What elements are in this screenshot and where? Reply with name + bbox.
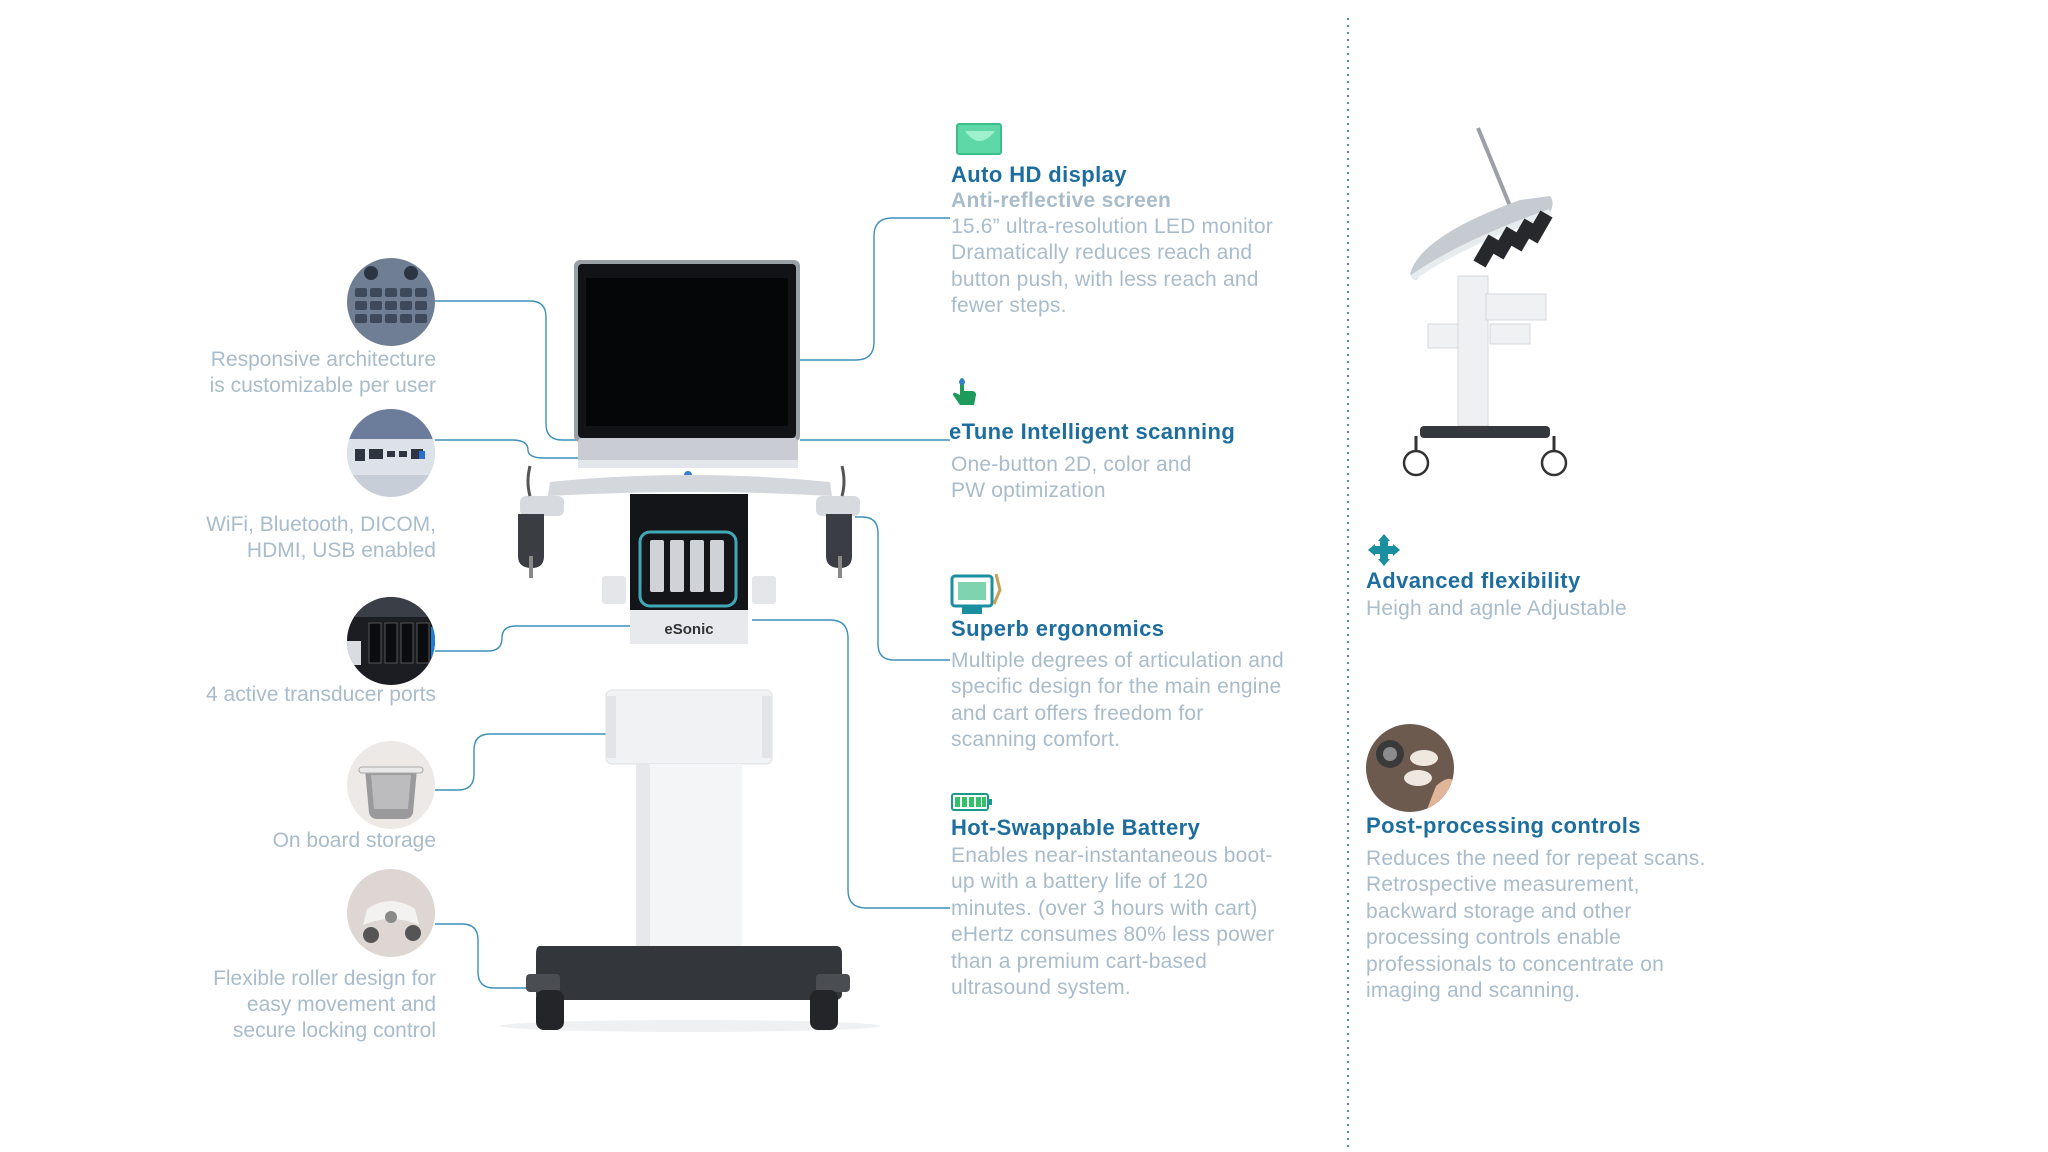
transducer-ports-photo	[347, 597, 435, 685]
feature-desc-flexibility: Heigh and agnle Adjustable	[1366, 597, 1627, 620]
storage-basket-photo	[347, 741, 435, 829]
device-side-view-image	[1400, 124, 1580, 484]
display-icon	[955, 121, 1003, 157]
feature-desc-battery: Enables near-instantaneous boot-up with …	[951, 844, 1275, 1000]
feature-title-flexibility: Advanced flexibility	[1366, 568, 1581, 593]
device-brand-label: eSonic	[664, 621, 713, 638]
feature-desc-postprocessing: Reduces the need for repeat scans.Retros…	[1366, 847, 1706, 1003]
connector-ports	[435, 439, 580, 459]
feature-title-postprocessing: Post-processing controls	[1366, 813, 1641, 838]
connector-keyboard	[435, 300, 600, 441]
connector-ergonomics	[855, 516, 950, 661]
connector-wheels	[435, 923, 556, 989]
move-arrows-icon	[1367, 533, 1401, 567]
connector-display	[800, 217, 950, 361]
feature-title-ergonomics: Superb ergonomics	[951, 616, 1165, 641]
control-panel-photo	[1366, 724, 1454, 812]
feature-text-transducers: 4 active transducer ports	[206, 683, 436, 706]
connector-battery	[752, 619, 950, 909]
battery-icon	[951, 792, 993, 812]
touch-hand-icon	[950, 377, 980, 411]
connector-storage	[435, 733, 612, 791]
ultrasound-device-image: eSonic	[490, 256, 890, 1036]
ports-photo	[347, 409, 435, 497]
feature-text-storage: On board storage	[272, 829, 436, 852]
feature-title-battery: Hot-Swappable Battery	[951, 815, 1201, 840]
keyboard-photo	[347, 258, 435, 346]
feature-text-connectivity: WiFi, Bluetooth, DICOM,HDMI, USB enabled	[206, 513, 436, 562]
feature-title-etune: eTune Intelligent scanning	[949, 419, 1236, 444]
feature-subtitle-display: Anti-reflective screen	[951, 189, 1172, 212]
ergonomics-icon	[950, 570, 1008, 616]
caster-wheel-photo	[347, 869, 435, 957]
connector-transducers	[435, 625, 655, 652]
feature-title-display: Auto HD display	[951, 162, 1127, 187]
